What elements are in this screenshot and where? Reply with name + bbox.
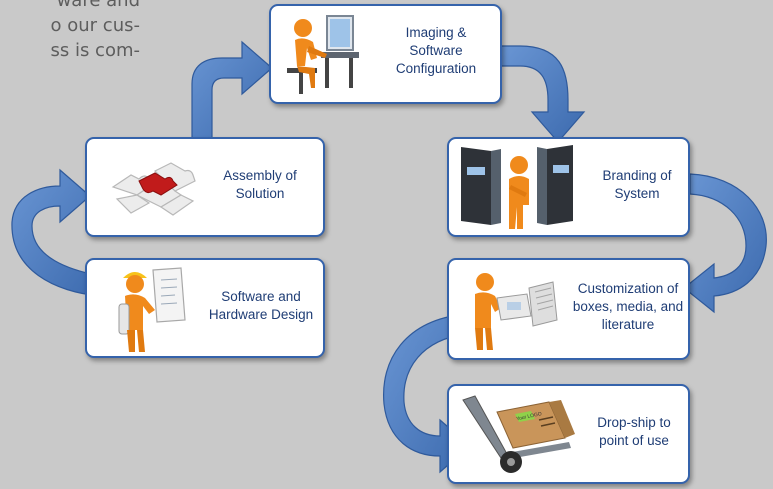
intro-line: ss is com- <box>50 40 140 61</box>
step-label-line: Customization of <box>577 281 679 296</box>
step-label-line: Assembly of <box>223 168 297 183</box>
step-label-line: Drop-ship to <box>597 415 671 430</box>
step-label-line: Imaging & <box>405 25 467 40</box>
step-label-line: boxes, media, and <box>572 299 684 314</box>
step-label: Software and Hardware Design <box>205 288 317 324</box>
step-label-line: Configuration <box>395 61 477 76</box>
intro-text: ware and o our cus- ss is com- <box>0 0 140 63</box>
arrow-design-to-assembly <box>11 168 101 297</box>
blueprint-engineer-icon <box>118 267 186 352</box>
step-label-line: Solution <box>235 186 285 201</box>
arrow-assembly-to-imaging <box>191 40 273 141</box>
step-label-line: point of use <box>599 433 669 448</box>
box-logo-tag: Your LOGO <box>516 411 543 422</box>
step-customization: Customization of boxes, media, and liter… <box>447 258 690 360</box>
hand-truck-icon: Your LOGO <box>462 395 575 473</box>
step-label: Branding of System <box>589 167 685 203</box>
arrow-branding-to-customization <box>683 173 767 314</box>
step-design: Software and Hardware Design <box>85 258 325 358</box>
step-branding: Branding of System <box>447 137 690 237</box>
step-assembly: Assembly of Solution <box>85 137 325 237</box>
arrow-imaging-to-branding <box>499 45 586 143</box>
step-label-line: Software and <box>221 289 301 304</box>
computer-workstation-icon <box>287 15 359 94</box>
step-label: Assembly of Solution <box>205 167 315 203</box>
step-label: Imaging & Software Configuration <box>376 24 496 78</box>
step-label: Customization of boxes, media, and liter… <box>569 280 687 334</box>
step-dropship: Your LOGO Drop-ship to point of use <box>447 384 690 484</box>
intro-line: o our cus- <box>50 15 140 36</box>
step-label-line: literature <box>601 317 655 332</box>
server-towers-icon <box>461 145 573 229</box>
step-imaging-config: Imaging & Software Configuration <box>269 4 502 104</box>
package-media-icon <box>475 273 558 350</box>
step-label-line: Software <box>409 43 463 58</box>
puzzle-pieces-icon <box>111 162 196 216</box>
step-label-line: Branding of <box>602 168 672 183</box>
step-label-line: Hardware Design <box>208 307 314 322</box>
intro-line: ware and <box>56 0 140 11</box>
step-label: Drop-ship to point of use <box>583 414 685 450</box>
step-label-line: System <box>614 186 660 201</box>
